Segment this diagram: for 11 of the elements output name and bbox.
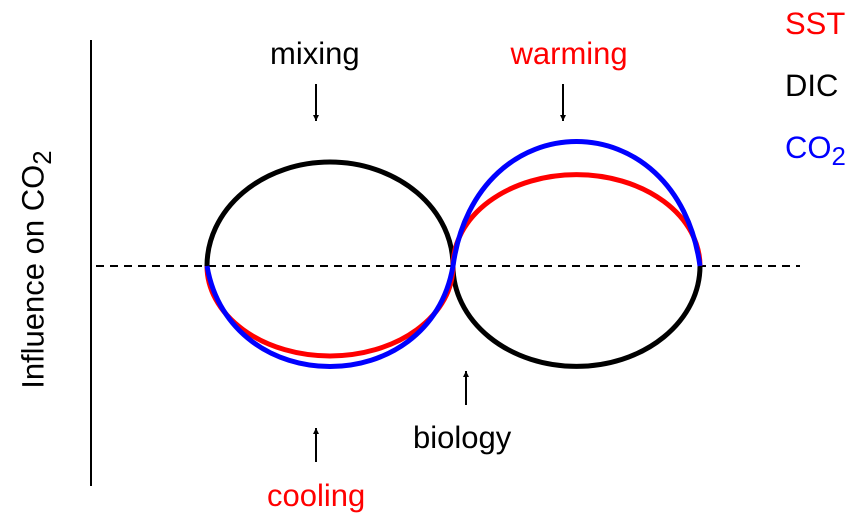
- legend-label: DIC: [785, 68, 838, 104]
- legend-label: SST: [785, 6, 846, 42]
- arrow: [313, 428, 319, 462]
- annotation-label: warming: [510, 36, 628, 72]
- legend-label: CO$_{2}$: [785, 130, 846, 174]
- annotation-label: biology: [413, 420, 512, 456]
- arrow: [463, 371, 469, 405]
- arrow: [313, 84, 319, 121]
- annotation-label: cooling: [267, 478, 366, 514]
- arrow: [560, 84, 566, 121]
- annotation-label: mixing: [270, 36, 360, 72]
